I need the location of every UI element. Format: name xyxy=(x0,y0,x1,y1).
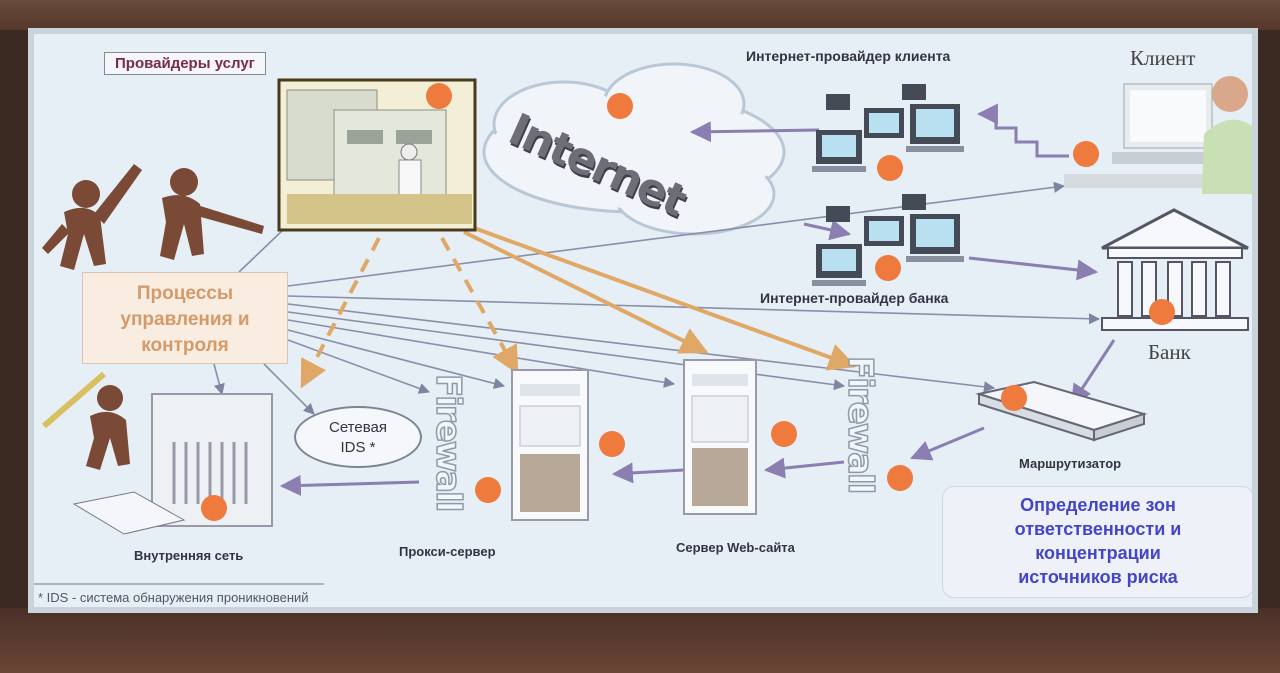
router-label: Маршрутизатор xyxy=(1019,456,1122,471)
ids-footnote: * IDS - система обнаружения проникновени… xyxy=(38,590,309,605)
control-line-2: управления и xyxy=(120,309,250,330)
diagram-canvas xyxy=(34,62,1252,585)
bank-building xyxy=(1101,208,1249,331)
traffic-arrows xyxy=(279,103,1116,496)
client-person xyxy=(1064,76,1252,194)
ids-line-2: IDS * xyxy=(340,439,376,456)
room-wall-bottom xyxy=(0,608,1280,673)
zones-line-3: концентрации xyxy=(1035,543,1161,563)
client-isp-computers xyxy=(812,84,964,172)
room-wall-top xyxy=(0,0,1280,30)
ids-line-1: Сетевая xyxy=(329,419,387,436)
proxy-server-label: Прокси-сервер xyxy=(399,544,496,559)
firewall-proxy-label: Firewall xyxy=(427,373,469,511)
zones-line-1: Определение зон xyxy=(1020,495,1176,515)
isp-bank-label: Интернет-провайдер банка xyxy=(760,290,949,306)
network-ids-ellipse: Сетевая IDS * xyxy=(294,406,422,468)
control-processes-box: Процессы управления и контроля xyxy=(82,272,288,364)
provider-arrows xyxy=(300,226,857,389)
web-server-label: Сервер Web-сайта xyxy=(676,540,795,555)
control-line-3: контроля xyxy=(141,335,229,356)
internal-network-rack xyxy=(72,393,273,535)
attacker-figures xyxy=(42,164,264,470)
control-line-1: Процессы xyxy=(136,283,234,304)
projected-slide: Internet Firewall Firewall Провайдеры ус… xyxy=(28,28,1258,613)
client-label: Клиент xyxy=(1130,46,1196,70)
proxy-server-device xyxy=(511,369,589,521)
providers-title: Провайдеры услуг xyxy=(104,52,266,75)
responsibility-zones-box: Определение зон ответственности и концен… xyxy=(942,486,1252,598)
bank-label: Банк xyxy=(1148,340,1191,364)
firewall-router-label: Firewall xyxy=(839,355,881,493)
zones-line-4: источников риска xyxy=(1018,567,1178,587)
isp-client-label: Интернет-провайдер клиента xyxy=(746,48,951,64)
web-server-device xyxy=(683,359,757,515)
risk-dots xyxy=(201,83,1175,521)
bank-isp-computers xyxy=(812,194,964,286)
zones-line-2: ответственности и xyxy=(1014,519,1182,539)
internal-network-label: Внутренняя сеть xyxy=(134,548,244,563)
